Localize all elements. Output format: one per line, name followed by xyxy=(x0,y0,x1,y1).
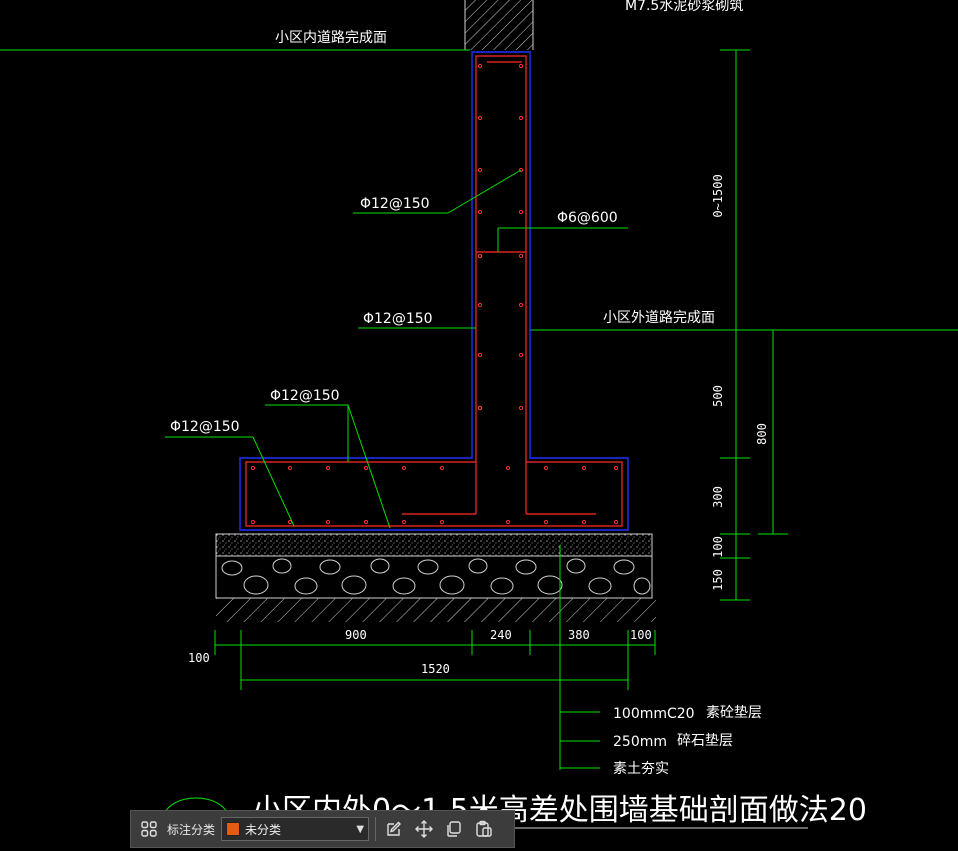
layer3-name: 素土夯实 xyxy=(613,761,669,777)
dim-800: 800 xyxy=(755,423,769,445)
horizontal-dimensions xyxy=(214,545,656,770)
dim-100-left: 100 xyxy=(188,651,210,665)
paste-icon[interactable] xyxy=(472,817,496,841)
rebar-label-e: Φ12@150 xyxy=(170,419,240,435)
dim-150: 150 xyxy=(711,569,725,591)
layer2-name: 碎石垫层 xyxy=(677,733,733,749)
annotation-category-select[interactable]: 未分类 ▼ xyxy=(221,817,370,841)
dim-1520: 1520 xyxy=(421,662,450,676)
dim-100-right: 100 xyxy=(630,628,652,642)
top-material-label: M7.5水泥砂浆砌筑 xyxy=(625,0,743,14)
dim-0-1500: 0~1500 xyxy=(711,174,725,217)
annotation-category-label: 标注分类 xyxy=(167,822,216,837)
rebar-leaders xyxy=(165,169,628,529)
move-icon[interactable] xyxy=(412,817,436,841)
dim-500: 500 xyxy=(711,385,725,407)
outer-road-label: 小区外道路完成面 xyxy=(603,310,715,326)
concrete-bedding xyxy=(215,533,653,557)
rebar-label-d: Φ12@150 xyxy=(270,388,340,404)
grid-icon[interactable] xyxy=(137,817,161,841)
inner-road-label: 小区内道路完成面 xyxy=(275,30,387,46)
rebar-cage xyxy=(245,55,623,527)
dim-900: 900 xyxy=(345,628,367,642)
layer1-spec: 100mmC20 xyxy=(613,706,695,722)
category-selected-value: 未分类 xyxy=(245,822,282,837)
upper-wall xyxy=(464,0,534,50)
layer1-name: 素砼垫层 xyxy=(706,705,762,721)
vertical-dimensions xyxy=(720,49,788,601)
rebar-label-b: Φ6@600 xyxy=(557,210,618,226)
concrete-outline xyxy=(239,51,629,531)
copy-icon[interactable] xyxy=(442,817,466,841)
dim-240: 240 xyxy=(490,628,512,642)
annotation-toolbar: 标注分类 未分类 ▼ xyxy=(130,810,515,848)
chevron-down-icon: ▼ xyxy=(356,823,365,835)
dim-100: 100 xyxy=(711,536,725,558)
rebar-dots xyxy=(250,63,619,525)
dim-300: 300 xyxy=(711,486,725,508)
gravel-layer xyxy=(215,555,653,599)
rebar-label-c: Φ12@150 xyxy=(363,311,433,327)
dim-380: 380 xyxy=(568,628,590,642)
category-color-swatch xyxy=(226,822,241,836)
rebar-label-a: Φ12@150 xyxy=(360,196,430,212)
layer2-spec: 250mm xyxy=(613,734,667,750)
toolbar-divider xyxy=(375,817,377,841)
compacted-soil xyxy=(216,598,656,622)
edit-icon[interactable] xyxy=(382,817,406,841)
